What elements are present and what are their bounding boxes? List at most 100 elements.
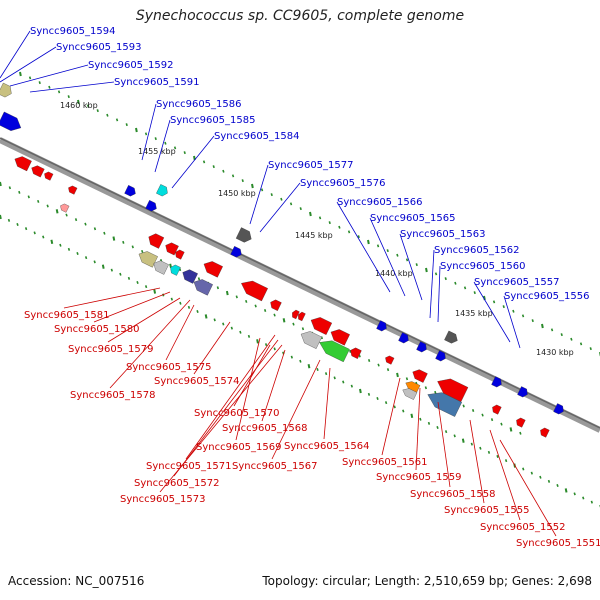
reverse-gene-label: Syncc9605_1552 <box>480 522 566 533</box>
reverse-gene-glyph-shape <box>182 269 198 284</box>
tick-mark-lower <box>24 227 28 231</box>
tick-mark-outer <box>318 216 322 220</box>
kbp-tick-label: 1460 kbp <box>60 101 98 110</box>
tick-mark-outer <box>502 305 505 309</box>
forward-gene-leader <box>259 182 301 233</box>
forward-gene-glyph-shape <box>145 200 157 212</box>
tick-mark-lower <box>590 500 593 504</box>
tick-mark-lower <box>530 471 533 475</box>
reverse-gene-label: Syncc9605_1561 <box>342 457 428 468</box>
tick-mark-lower <box>470 442 473 446</box>
tick-mark-lower <box>50 239 54 245</box>
tick-mark-lower <box>187 305 191 309</box>
tick-mark-lower <box>487 450 491 454</box>
tick-mark-outer <box>425 267 428 273</box>
reverse-gene-glyph-shape <box>68 185 78 195</box>
tick-mark-outer <box>589 347 592 351</box>
forward-gene-glyph-shape <box>156 184 168 197</box>
tick-mark-lower <box>239 330 242 334</box>
tick-mark-inner <box>0 181 2 187</box>
reverse-gene-glyph-shape <box>310 317 333 335</box>
tick-mark-outer <box>280 197 283 201</box>
tick-mark-outer <box>57 90 61 94</box>
reverse-gene-leader <box>261 349 286 422</box>
tick-mark-lower <box>247 334 251 338</box>
tick-mark-lower <box>453 434 456 438</box>
tick-mark-outer <box>367 239 370 245</box>
forward-gene-leader <box>336 201 391 293</box>
reverse-gene-leader <box>159 344 283 493</box>
reverse-gene-glyph-shape <box>437 378 469 402</box>
forward-gene-glyph <box>398 332 409 344</box>
forward-gene-label: Syncc9605_1591 <box>114 77 200 88</box>
tick-mark-outer <box>415 263 418 267</box>
tick-mark-lower <box>0 214 2 220</box>
forward-gene-glyph <box>444 330 458 344</box>
tick-mark-lower <box>504 459 508 463</box>
tick-mark-outer <box>434 272 438 276</box>
forward-gene-glyph-shape <box>235 227 252 243</box>
tick-mark-inner <box>405 377 409 381</box>
kbp-tick-label: 1440 kbp <box>375 269 413 278</box>
tick-mark-lower <box>136 281 139 285</box>
tick-mark-lower <box>101 264 105 269</box>
tick-mark-inner <box>396 372 399 378</box>
map-title: Synechococcus sp. CC9605, complete genom… <box>135 8 465 24</box>
reverse-gene-label: Syncc9605_1580 <box>54 324 140 335</box>
tick-mark-inner <box>462 404 465 408</box>
tick-mark-inner <box>141 249 144 253</box>
tick-mark-outer <box>541 323 544 329</box>
forward-gene-glyph-shape <box>553 403 564 415</box>
tick-mark-outer <box>241 179 244 183</box>
reverse-gene-glyph-shape <box>427 392 462 417</box>
forward-gene-glyph <box>416 341 427 353</box>
tick-mark-lower <box>564 488 568 493</box>
reverse-gene-glyph-shape <box>165 242 179 256</box>
reverse-gene-glyph <box>492 404 502 415</box>
reverse-gene-glyph <box>310 317 333 335</box>
reverse-gene-label: Syncc9605_1551 <box>516 538 600 549</box>
reverse-gene-leader <box>173 339 279 477</box>
reverse-gene-glyph-shape <box>292 309 300 320</box>
kbp-tick-label: 1455 kbp <box>138 147 176 156</box>
reverse-gene-leader <box>107 297 181 343</box>
kbp-tick-label: 1450 kbp <box>218 189 256 198</box>
forward-gene-glyph-shape <box>0 82 12 98</box>
tick-mark-lower <box>76 252 79 256</box>
tick-mark-inner <box>424 386 428 390</box>
tick-mark-inner <box>519 431 522 435</box>
reverse-gene-glyph-shape <box>203 261 223 278</box>
reverse-gene-glyph <box>170 264 181 276</box>
tick-mark-inner <box>367 359 371 363</box>
reverse-gene-glyph-shape <box>241 280 268 302</box>
tick-mark-outer <box>106 113 109 117</box>
topology-text: Topology: circular; Length: 2,510,659 bp… <box>262 574 592 588</box>
tick-mark-inner <box>46 204 49 208</box>
reverse-gene-label: Syncc9605_1574 <box>154 376 240 387</box>
kbp-tick-label: 1445 kbp <box>295 231 333 240</box>
tick-mark-lower <box>59 243 62 247</box>
tick-mark-lower <box>213 318 216 322</box>
tick-mark-lower <box>573 492 576 496</box>
reverse-gene-label: Syncc9605_1578 <box>70 390 156 401</box>
reverse-gene-glyph-shape <box>385 355 395 365</box>
tick-mark-lower <box>307 363 311 369</box>
tick-mark-inner <box>471 409 475 413</box>
reverse-gene-glyph <box>300 331 323 349</box>
tick-mark-lower <box>436 426 439 430</box>
forward-gene-leader <box>249 164 269 225</box>
tick-mark-inner <box>292 322 295 326</box>
tick-mark-outer <box>338 225 341 229</box>
tick-mark-lower <box>419 417 422 421</box>
tick-mark-lower <box>367 392 371 396</box>
tick-mark-outer <box>492 300 496 304</box>
forward-gene-glyph-shape <box>0 111 22 131</box>
tick-mark-outer <box>96 109 99 113</box>
reverse-gene-glyph <box>165 242 179 256</box>
reverse-gene-glyph <box>60 203 70 213</box>
tick-mark-lower <box>230 326 233 330</box>
reverse-gene-leader <box>109 299 191 389</box>
reverse-gene-leader <box>93 291 171 323</box>
forward-gene-label: Syncc9605_1586 <box>156 99 242 110</box>
tick-mark-inner <box>65 213 68 217</box>
